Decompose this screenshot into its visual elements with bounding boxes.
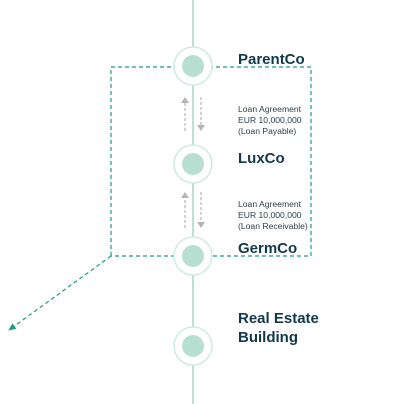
dashed-group-boundary <box>110 66 312 257</box>
loan-agreement-text: Loan Agreement <box>238 104 302 114</box>
entity-label-line: Real Estate <box>238 310 319 327</box>
node-parentco <box>173 46 213 86</box>
entity-label-luxco: LuxCo <box>238 150 285 167</box>
down-arrowhead-icon <box>197 222 205 228</box>
loan-type-text: (Loan Receivable) <box>238 221 308 231</box>
dashed-outflow-arrow <box>8 255 112 331</box>
loan-label-luxco-germco: Loan Agreement EUR 10,000,000 (Loan Rece… <box>238 199 308 232</box>
node-real-estate-building <box>173 326 213 366</box>
loan-arrows-parentco-luxco <box>181 97 205 131</box>
entity-label-real-estate-building: Real Estate Building <box>238 309 319 347</box>
loan-agreement-text: Loan Agreement <box>238 199 302 209</box>
up-arrowhead-icon <box>181 97 189 103</box>
down-arrowhead-icon <box>197 125 205 131</box>
entity-label-parentco: ParentCo <box>238 51 305 68</box>
node-luxco <box>173 144 213 184</box>
entity-label-line: Building <box>238 329 298 346</box>
loan-amount-text: EUR 10,000,000 <box>238 115 302 125</box>
loan-arrows-luxco-germco <box>181 192 205 228</box>
node-germco <box>173 236 213 276</box>
loan-label-parentco-luxco: Loan Agreement EUR 10,000,000 (Loan Paya… <box>238 104 302 137</box>
up-arrowhead-icon <box>181 192 189 198</box>
entity-label-germco: GermCo <box>238 240 298 257</box>
loan-type-text: (Loan Payable) <box>238 126 297 136</box>
loan-amount-text: EUR 10,000,000 <box>238 210 302 220</box>
